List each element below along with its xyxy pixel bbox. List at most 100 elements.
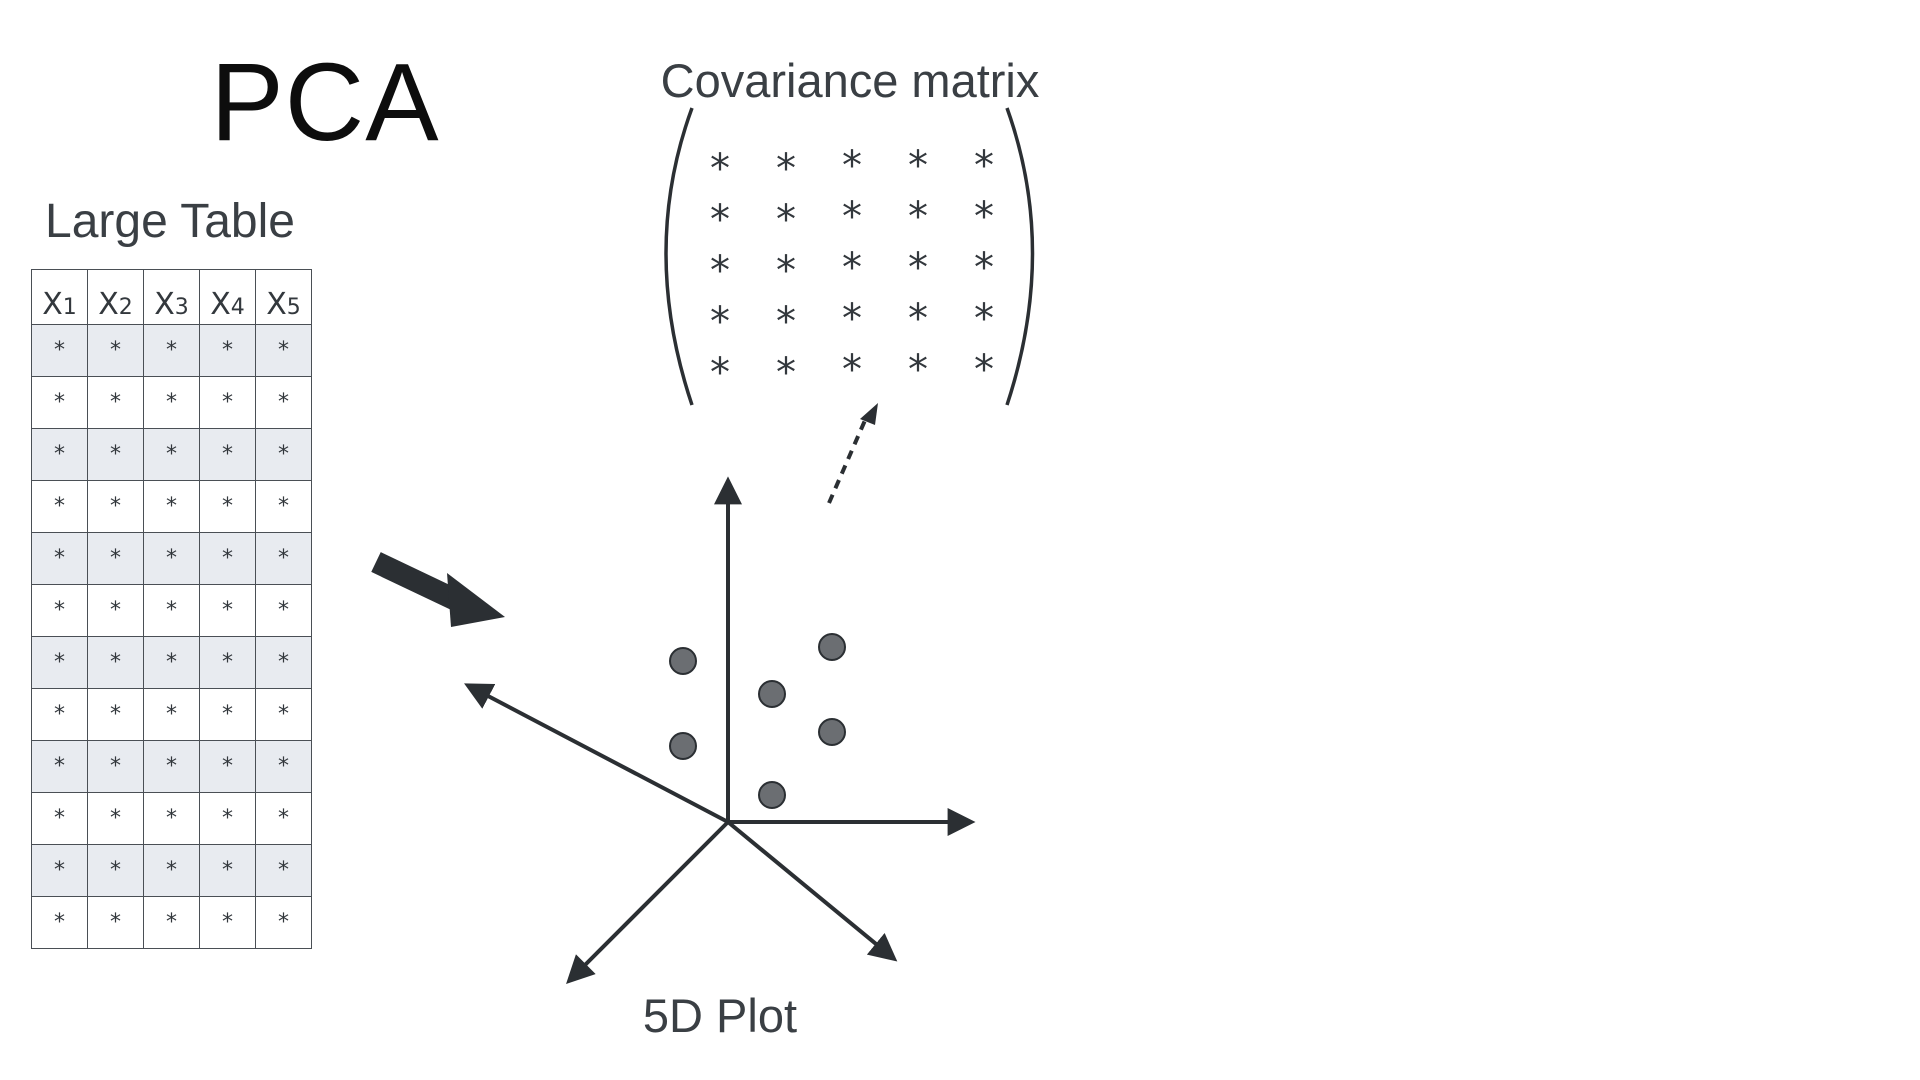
plot-points <box>669 633 846 809</box>
covariance-matrix-label: Covariance matrix <box>660 54 1040 107</box>
page-title: PCA <box>210 41 440 164</box>
table-cell: * <box>199 844 256 897</box>
axis-down-left <box>566 820 730 984</box>
table-cell: * <box>255 896 312 949</box>
table-cell: * <box>255 792 312 845</box>
large-table-label: Large Table <box>45 195 295 248</box>
table-cell: * <box>31 376 88 429</box>
table-row: ***** <box>31 480 312 533</box>
table-cell: * <box>87 636 144 689</box>
plot-point <box>669 732 697 760</box>
table-row: ***** <box>31 740 312 793</box>
matrix-cell: * <box>776 299 796 345</box>
table-row: ***** <box>31 636 312 689</box>
table-cell: * <box>255 688 312 741</box>
matrix-cell: * <box>710 299 730 345</box>
table-cell: * <box>31 896 88 949</box>
table-cell: * <box>199 376 256 429</box>
table-cell: * <box>255 324 312 377</box>
table-cell: * <box>87 792 144 845</box>
matrix-cell: * <box>908 194 928 240</box>
table-cell: * <box>143 532 200 585</box>
matrix-cell: * <box>908 143 928 189</box>
table-row: ***** <box>31 428 312 481</box>
table-cell: * <box>87 532 144 585</box>
matrix-right-bracket <box>1005 107 1035 406</box>
matrix-left-bracket <box>664 107 694 406</box>
table-row: ***** <box>31 844 312 897</box>
column-header-x1: X1 <box>31 269 88 325</box>
matrix-cell: * <box>842 194 862 240</box>
matrix-cell: * <box>974 245 994 291</box>
table-cell: * <box>255 584 312 637</box>
matrix-cell: * <box>776 146 796 192</box>
table-cell: * <box>255 428 312 481</box>
table-cell: * <box>143 376 200 429</box>
matrix-cell: * <box>710 197 730 243</box>
matrix-cell: * <box>776 197 796 243</box>
plot-axes <box>464 476 976 984</box>
table-cell: * <box>143 428 200 481</box>
matrix-cell: * <box>710 146 730 192</box>
column-header-x3: X3 <box>143 269 200 325</box>
table-cell: * <box>143 636 200 689</box>
matrix-cell: * <box>776 350 796 396</box>
table-cell: * <box>199 324 256 377</box>
axis-up-left <box>464 683 729 824</box>
table-row: ***** <box>31 688 312 741</box>
table-row: ***** <box>31 896 312 949</box>
table-cell: * <box>255 844 312 897</box>
table-cell: * <box>87 584 144 637</box>
matrix-cell: * <box>842 296 862 342</box>
matrix-cell: * <box>710 350 730 396</box>
table-cell: * <box>31 740 88 793</box>
table-cell: * <box>31 480 88 533</box>
matrix-cell: * <box>842 245 862 291</box>
table-cell: * <box>31 636 88 689</box>
table-cell: * <box>31 428 88 481</box>
plot-point <box>818 718 846 746</box>
table-body: ****************************************… <box>31 324 312 949</box>
flow-arrow-icon <box>371 552 505 627</box>
plot-point <box>758 680 786 708</box>
table-cell: * <box>199 480 256 533</box>
table-cell: * <box>255 376 312 429</box>
matrix-cell: * <box>974 296 994 342</box>
table-cell: * <box>143 740 200 793</box>
matrix-cell: * <box>908 347 928 393</box>
matrix-cell: * <box>974 143 994 189</box>
matrix-cell: * <box>842 347 862 393</box>
table-cell: * <box>31 324 88 377</box>
table-cell: * <box>199 688 256 741</box>
matrix-cell: * <box>710 248 730 294</box>
axis-down-right <box>726 820 898 962</box>
table-cell: * <box>87 688 144 741</box>
matrix-cell: * <box>908 245 928 291</box>
table-cell: * <box>143 584 200 637</box>
5d-plot-label: 5D Plot <box>642 989 798 1042</box>
plot-point <box>758 781 786 809</box>
matrix-cell: * <box>974 194 994 240</box>
table-row: ***** <box>31 584 312 637</box>
matrix-cell: * <box>908 296 928 342</box>
table-cell: * <box>199 896 256 949</box>
dotted-arrow-icon <box>827 403 878 504</box>
table-cell: * <box>87 480 144 533</box>
column-header-x2: X2 <box>87 269 144 325</box>
table-cell: * <box>31 532 88 585</box>
plot-point <box>669 647 697 675</box>
table-row: ***** <box>31 376 312 429</box>
table-cell: * <box>143 896 200 949</box>
plot-point <box>818 633 846 661</box>
covariance-matrix-cells: ************************* <box>710 143 994 396</box>
column-header-x4: X4 <box>199 269 256 325</box>
table-row: ***** <box>31 324 312 377</box>
matrix-cell: * <box>776 248 796 294</box>
table-cell: * <box>255 740 312 793</box>
table-cell: * <box>87 428 144 481</box>
table-cell: * <box>143 792 200 845</box>
table-cell: * <box>87 844 144 897</box>
